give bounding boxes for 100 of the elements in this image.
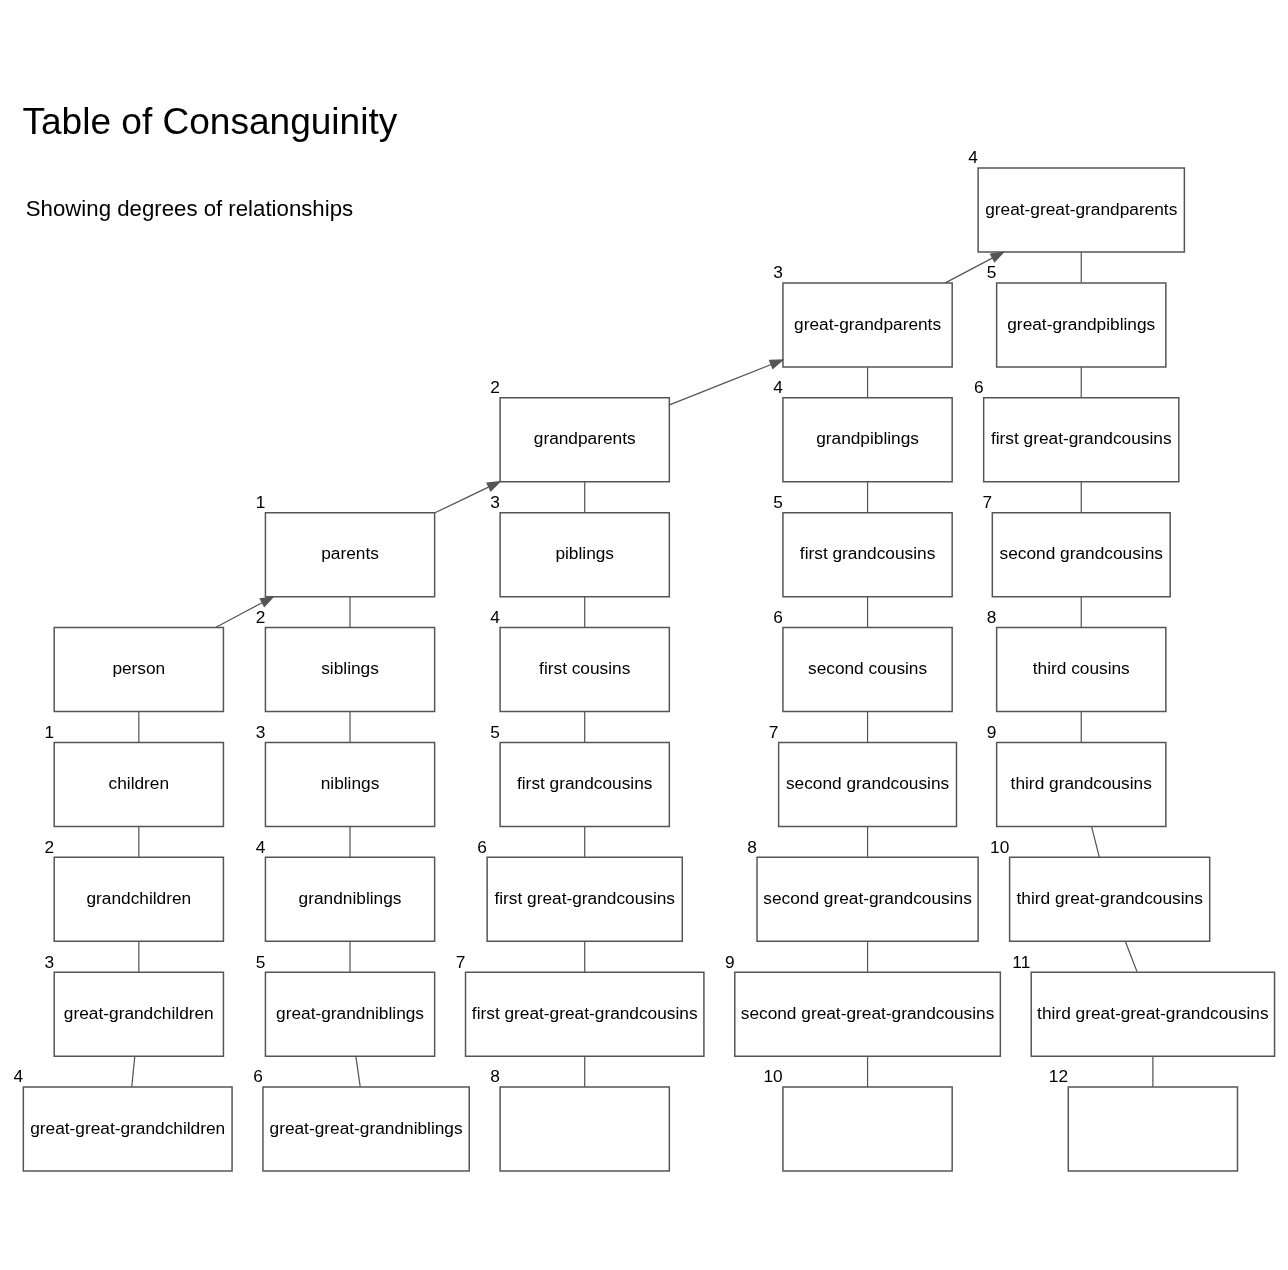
node-box: first cousins — [499, 626, 671, 713]
node-box: great-grandparents — [782, 282, 953, 368]
node-box: second great-grandcousins — [756, 856, 979, 943]
node-box — [1067, 1086, 1239, 1172]
node-box: niblings — [264, 741, 436, 828]
node-label: 1 — [255, 492, 266, 513]
node-box — [782, 1086, 953, 1172]
node-label: 5 — [490, 721, 500, 742]
node-label: 4 — [490, 606, 500, 627]
node-label: 1 — [44, 721, 55, 742]
arrow — [434, 480, 502, 514]
node-box: third cousins — [995, 626, 1167, 713]
node-label: 8 — [986, 606, 997, 627]
node-box: second great-great-grandcousins — [734, 971, 1002, 1057]
node-box: first grandcousins — [499, 741, 671, 828]
node-box: grandchildren — [53, 856, 225, 943]
node-label: 4 — [968, 147, 978, 168]
node-label: 5 — [773, 492, 783, 513]
node-label: 9 — [725, 951, 735, 972]
node-label: 2 — [490, 377, 500, 398]
node-label: 10 — [763, 1066, 783, 1087]
connector — [866, 940, 869, 973]
node-box: piblings — [499, 512, 671, 598]
connector — [1080, 251, 1082, 284]
arrow — [215, 595, 275, 629]
connector — [866, 366, 869, 399]
connector — [1090, 825, 1100, 858]
connector — [1080, 481, 1082, 514]
arrow — [944, 251, 1006, 284]
node-box: great-great-grandchildren — [22, 1086, 233, 1172]
node-box: great-great-grandniblings — [262, 1086, 470, 1172]
node-label: 4 — [773, 377, 783, 398]
node-box: third great-grandcousins — [1008, 856, 1211, 943]
node-label: 7 — [455, 951, 466, 972]
connector — [349, 711, 351, 743]
connector — [138, 940, 140, 973]
connector — [1152, 1055, 1154, 1088]
node-box: grandpiblings — [782, 397, 953, 483]
connector — [866, 711, 869, 743]
node-label: 3 — [44, 951, 55, 972]
node-box — [499, 1086, 671, 1172]
connector — [584, 1055, 586, 1088]
node-label: 6 — [253, 1066, 263, 1087]
node-box: great-great-grandparents — [977, 167, 1186, 253]
node-box: first grandcousins — [782, 512, 953, 598]
node-label: 10 — [990, 836, 1010, 857]
connector — [1080, 596, 1082, 628]
node-box: person — [53, 626, 225, 713]
connector — [1080, 711, 1082, 743]
node-box: first great-great-grandcousins — [464, 971, 705, 1057]
node-box: great-grandchildren — [53, 971, 225, 1057]
diagram-title: Table of Consanguinity — [22, 99, 398, 142]
label: Showing degrees of relationships — [25, 195, 354, 221]
node-box: grandparents — [499, 397, 671, 483]
node-label: 4 — [13, 1066, 24, 1087]
connector — [866, 481, 869, 514]
node-label: 8 — [747, 836, 757, 857]
connector — [584, 481, 586, 514]
node-label: 3 — [773, 262, 783, 283]
node-label: 8 — [490, 1066, 500, 1087]
node-box: first great-grandcousins — [982, 397, 1180, 483]
node-label: 7 — [768, 721, 779, 742]
connector — [584, 711, 586, 743]
connector — [349, 825, 351, 858]
node-label: 2 — [44, 836, 55, 857]
connector — [349, 940, 351, 973]
connector — [866, 1055, 869, 1088]
node-label: 6 — [773, 606, 783, 627]
node-box: second grandcousins — [991, 512, 1171, 598]
connector — [866, 596, 869, 628]
node-box: great-grandpiblings — [995, 282, 1167, 368]
connector — [349, 596, 351, 628]
node-label: 5 — [986, 262, 997, 283]
node-label: 3 — [255, 721, 266, 742]
node-label: 9 — [986, 721, 997, 742]
node-label: 6 — [973, 377, 984, 398]
node-box: second cousins — [782, 626, 953, 713]
node-label: 11 — [1012, 951, 1031, 972]
connector — [584, 596, 586, 628]
node-label: 3 — [490, 492, 500, 513]
node-box: second grandcousins — [777, 741, 958, 828]
node-box: grandniblings — [264, 856, 436, 943]
connector — [355, 1055, 361, 1088]
connector — [138, 825, 140, 858]
node-label: 4 — [255, 836, 266, 857]
node-box: parents — [264, 512, 436, 598]
node-label: 12 — [1048, 1066, 1069, 1087]
connector — [1124, 940, 1138, 973]
connector — [131, 1055, 136, 1088]
node-box: first great-grandcousins — [486, 856, 684, 943]
node-label: 5 — [255, 951, 266, 972]
node-box: great-grandniblings — [264, 971, 436, 1057]
connector — [1080, 366, 1082, 399]
connector — [584, 940, 586, 973]
arrow — [668, 359, 785, 406]
node-box: siblings — [264, 626, 436, 713]
node-box: third grandcousins — [995, 741, 1167, 828]
connector — [584, 825, 586, 858]
node-label: 7 — [982, 492, 993, 513]
connector — [866, 825, 869, 858]
